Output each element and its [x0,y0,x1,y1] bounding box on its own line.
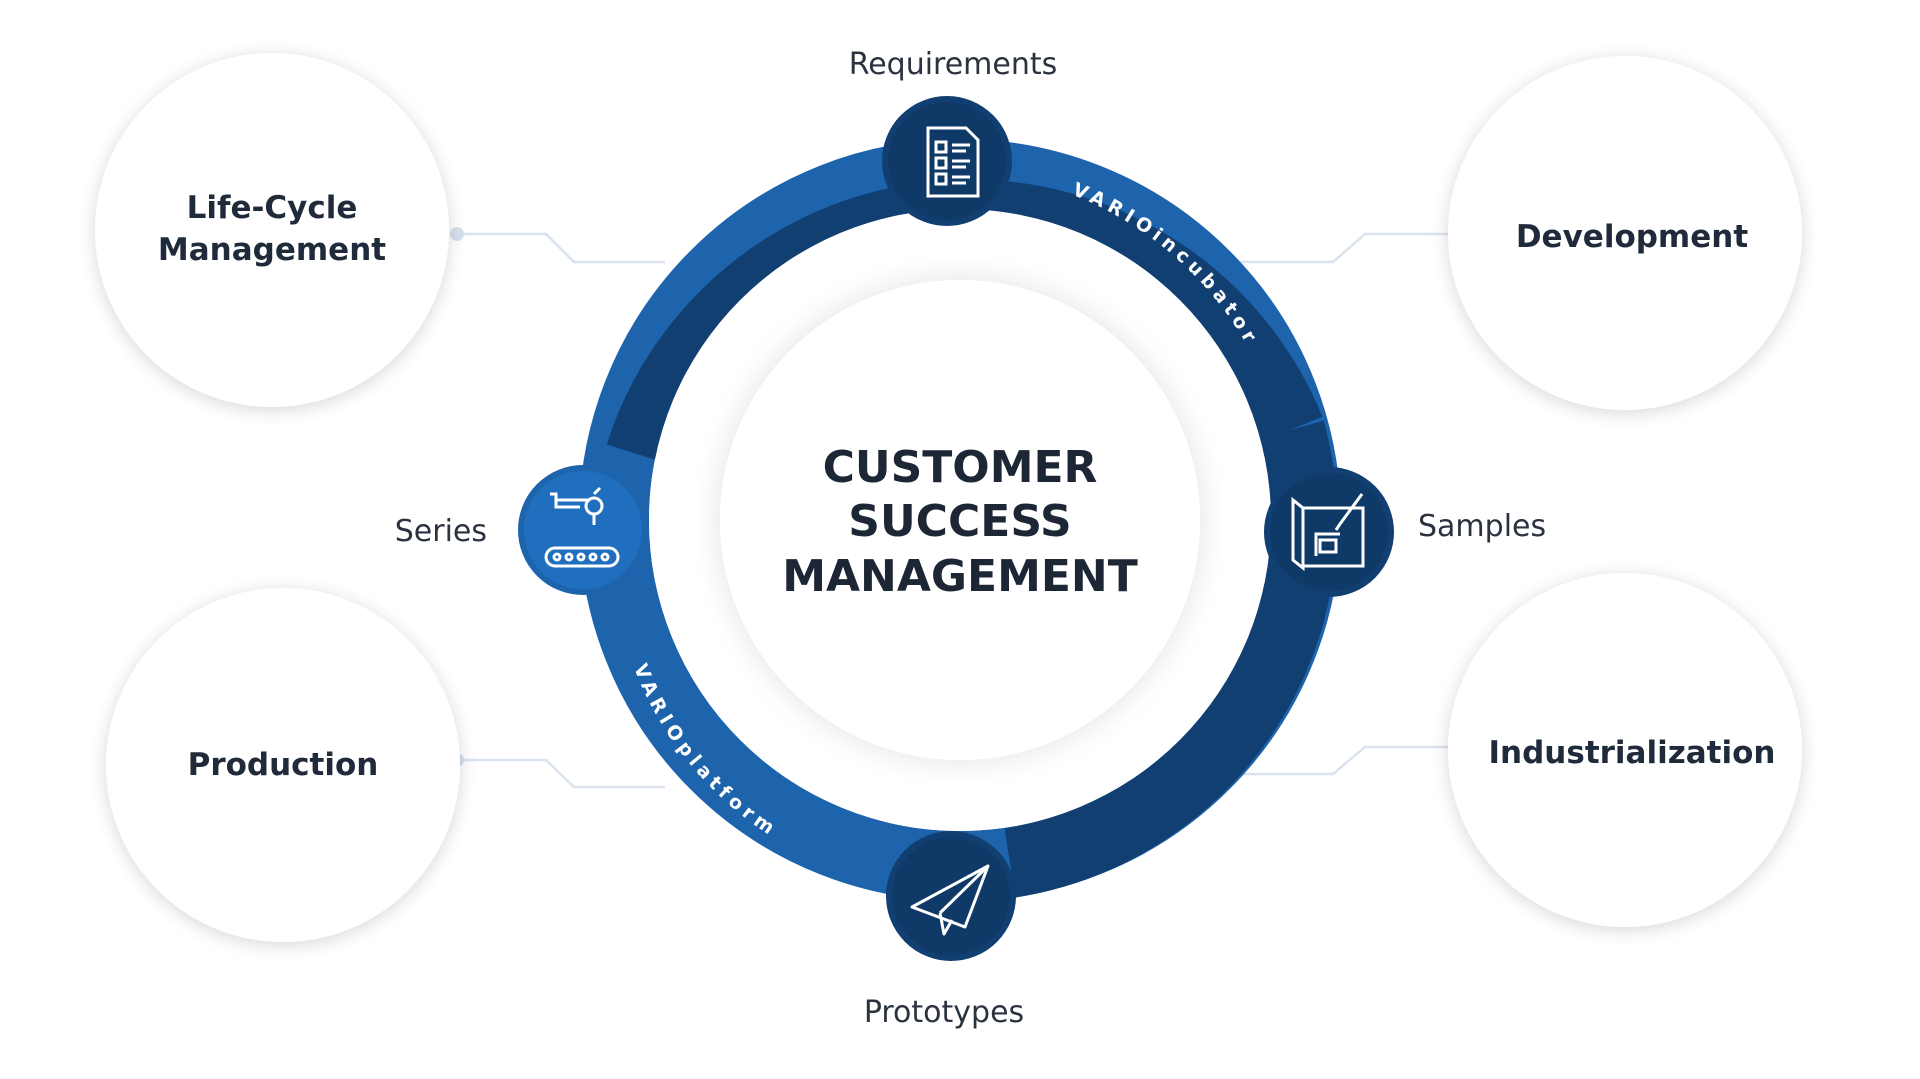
node-label-prototypes: Prototypes [864,995,1024,1030]
node-label-requirements: Requirements [849,47,1058,82]
conveyor-robot-icon [544,486,620,568]
circle-development [1448,56,1802,410]
connector-lines [457,232,1455,789]
connector-industrialization [1240,745,1455,776]
label-development: Development [1516,219,1748,255]
center-title-line1: CUSTOMER [823,442,1098,493]
label-lifecycle-line2: Management [158,232,386,268]
center-title-line3: MANAGEMENT [782,551,1138,602]
center-disc [720,280,1200,760]
node-label-series: Series [395,514,487,549]
connector-lifecycle [457,232,665,264]
node-prototypes-disc [886,831,1016,961]
label-production: Production [188,747,379,783]
connector-production [457,758,665,789]
connector-dot-lifecycle [450,227,464,241]
paper-plane-icon [910,864,990,936]
label-industrialization: Industrialization [1489,735,1776,771]
circle-production [106,588,460,942]
blueprint-icon [1291,493,1365,572]
connector-development [1240,232,1455,264]
circle-industrialization [1448,573,1802,927]
node-requirements [882,96,1012,226]
node-samples-disc [1264,467,1394,597]
label-lifecycle-line1: Life-Cycle [187,190,358,226]
checklist-icon [926,126,980,198]
node-series [518,465,648,595]
node-samples [1264,467,1394,597]
center-title-line2: SUCCESS [848,496,1071,547]
node-label-samples: Samples [1418,509,1546,544]
node-prototypes [886,831,1016,961]
circle-lifecycle [95,53,449,407]
node-series-disc [518,465,648,595]
